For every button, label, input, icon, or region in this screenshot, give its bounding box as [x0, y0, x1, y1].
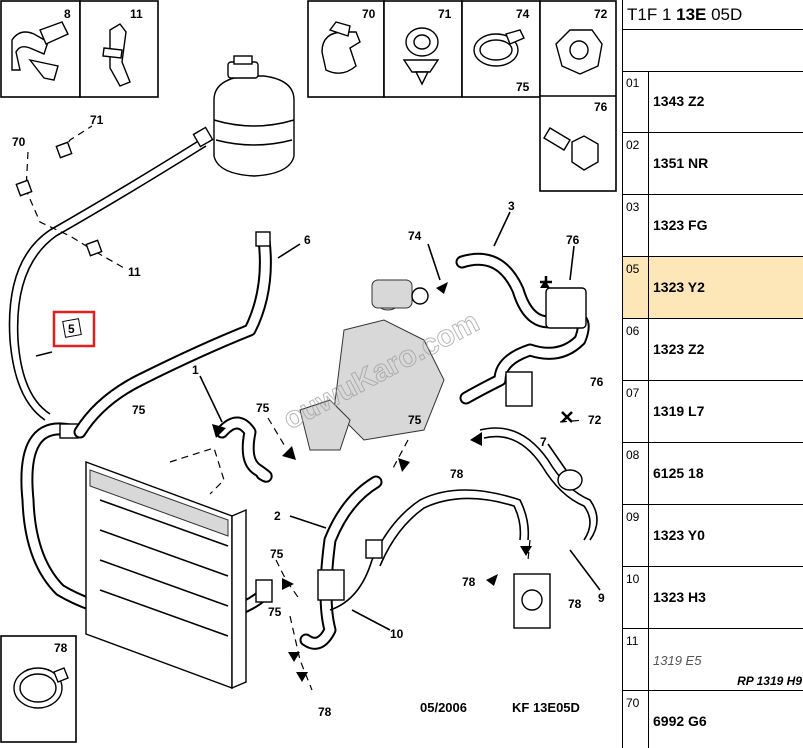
parts-row-03[interactable]: 03 1323 FG [623, 195, 803, 257]
parts-row-10[interactable]: 10 1323 H3 [623, 567, 803, 629]
inset-part-71[interactable]: 71 [383, 0, 463, 98]
svg-text:74: 74 [516, 7, 530, 21]
svg-text:75: 75 [132, 403, 146, 417]
hose-11[interactable] [8, 126, 214, 421]
svg-text:78: 78 [568, 597, 582, 611]
row-index: 10 [623, 567, 649, 628]
row-ref[interactable]: 1323 Y0 [653, 527, 705, 543]
parts-row-05-selected[interactable]: 05 1323 Y2 [623, 257, 803, 319]
arrows [212, 276, 573, 682]
parts-row-70[interactable]: 70 6992 G6 [623, 691, 803, 748]
expansion-tank[interactable] [213, 55, 295, 177]
replacement-note: RP 1319 H9 [737, 674, 802, 688]
row-ref[interactable]: 6125 18 [653, 465, 704, 481]
callout-5-highlight[interactable]: 5 [52, 310, 96, 348]
inset-part-70[interactable]: 70 [307, 0, 385, 98]
svg-text:10: 10 [390, 627, 404, 641]
svg-text:76: 76 [594, 100, 608, 114]
svg-text:75: 75 [516, 80, 530, 94]
row-index: 70 [623, 691, 649, 748]
svg-text:76: 76 [566, 233, 580, 247]
svg-text:70: 70 [12, 135, 26, 149]
row-ref[interactable]: 6992 G6 [653, 713, 707, 729]
row-ref[interactable]: 1323 Z2 [653, 341, 705, 357]
radiator[interactable] [85, 460, 247, 690]
row-ref[interactable]: 1323 Y2 [653, 279, 705, 295]
row-index: 08 [623, 443, 649, 504]
diagram-code-title: T1F 1 13E 05D [623, 0, 803, 30]
svg-text:78: 78 [450, 467, 464, 481]
svg-text:1: 1 [192, 363, 199, 377]
parts-row-06[interactable]: 06 1323 Z2 [623, 319, 803, 381]
parts-row-08[interactable]: 08 6125 18 [623, 443, 803, 505]
svg-text:78: 78 [318, 705, 332, 719]
svg-text:78: 78 [54, 641, 68, 655]
row-ref[interactable]: 1323 H3 [653, 589, 706, 605]
inset-part-74-75[interactable]: 74 75 [461, 0, 541, 98]
hose-10[interactable] [329, 489, 530, 611]
hose-3[interactable] [455, 252, 590, 407]
row-ref[interactable]: 1319 E5 [653, 653, 702, 668]
parts-row-01[interactable]: 01 1343 Z2 [623, 71, 803, 133]
row-ref[interactable]: 1323 FG [653, 217, 708, 233]
svg-text:7: 7 [540, 435, 547, 449]
parts-row-11[interactable]: 11 1319 E5 RP 1319 H9 [623, 629, 803, 691]
row-index: 05 [623, 257, 649, 318]
footer-date: 05/2006 [420, 700, 467, 715]
svg-text:11: 11 [128, 265, 141, 279]
svg-text:75: 75 [268, 605, 282, 619]
svg-text:76: 76 [590, 375, 604, 389]
svg-text:71: 71 [90, 113, 104, 127]
row-index: 07 [623, 381, 649, 442]
row-index: 01 [623, 71, 649, 132]
hose-2[interactable] [255, 475, 383, 650]
callout-numbers: 70 71 11 6 3 74 76 1 75 75 75 76 72 7 78… [12, 113, 605, 719]
svg-text:3: 3 [508, 199, 515, 213]
inset-part-8[interactable]: 8 [0, 0, 81, 98]
svg-text:75: 75 [256, 401, 270, 415]
svg-text:70: 70 [362, 7, 376, 21]
svg-text:72: 72 [588, 413, 602, 427]
panel-blank-row [623, 31, 803, 72]
hose-6[interactable] [73, 231, 272, 439]
row-ref[interactable]: 1319 L7 [653, 403, 705, 419]
row-ref[interactable]: 1343 Z2 [653, 93, 705, 109]
hose-7-9[interactable] [479, 427, 598, 629]
engine-block[interactable] [299, 279, 445, 451]
svg-text:5: 5 [68, 322, 75, 336]
row-index: 02 [623, 133, 649, 194]
parts-panel: T1F 1 13E 05D 01 1343 Z2 02 1351 NR 03 1… [622, 0, 803, 748]
svg-text:74: 74 [408, 229, 422, 243]
clip-markers [15, 141, 103, 257]
hose-1[interactable] [215, 416, 273, 483]
svg-text:78: 78 [462, 575, 476, 589]
row-index: 11 [623, 629, 649, 690]
inset-part-11[interactable]: 11 [79, 0, 159, 98]
svg-text:71: 71 [438, 7, 452, 21]
svg-text:2: 2 [274, 509, 281, 523]
parts-row-02[interactable]: 02 1351 NR [623, 133, 803, 195]
row-ref[interactable]: 1351 NR [653, 155, 709, 171]
parts-row-07[interactable]: 07 1319 L7 [623, 381, 803, 443]
inset-part-72-76[interactable]: 72 76 [539, 0, 617, 192]
code-suffix: 05D [706, 5, 743, 24]
svg-text:11: 11 [130, 7, 143, 21]
row-index: 09 [623, 505, 649, 566]
svg-text:75: 75 [270, 547, 284, 561]
footer-code: KF 13E05D [512, 700, 580, 715]
code-prefix: T1F 1 [627, 5, 677, 24]
row-index: 03 [623, 195, 649, 256]
row-index: 06 [623, 319, 649, 380]
cooling-hoses-diagram: 8 11 70 71 74 75 72 76 [0, 0, 617, 743]
svg-text:72: 72 [594, 7, 608, 21]
svg-text:9: 9 [598, 591, 605, 605]
code-bold: 13E [676, 5, 707, 24]
inset-part-78[interactable]: 78 [0, 635, 77, 743]
svg-text:8: 8 [64, 7, 71, 21]
callout-lines [35, 211, 601, 631]
svg-text:75: 75 [408, 413, 422, 427]
svg-text:6: 6 [304, 233, 311, 247]
parts-row-09[interactable]: 09 1323 Y0 [623, 505, 803, 567]
